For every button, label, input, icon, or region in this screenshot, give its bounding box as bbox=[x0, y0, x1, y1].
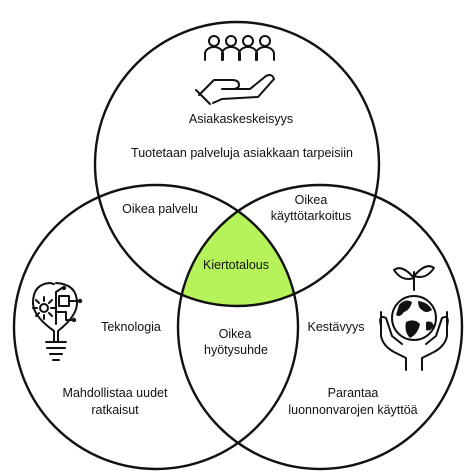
people-in-hand-icon bbox=[195, 35, 275, 105]
right-circle-title: Kestävyys bbox=[308, 320, 365, 334]
right-circle-description-line2: luonnonvarojen käyttöä bbox=[288, 403, 417, 417]
right-circle-description-line1: Parantaa bbox=[328, 386, 379, 400]
top-circle-description: Tuotetaan palveluja asiakkaan tarpeisiin bbox=[131, 146, 353, 160]
circle-left bbox=[12, 183, 300, 471]
intersection-left-right-label-line2: hyötysuhde bbox=[204, 343, 268, 357]
left-circle-description-line2: ratkaisut bbox=[91, 403, 139, 417]
circle-right bbox=[176, 183, 464, 471]
left-circle-description-line1: Mahdollistaa uudet bbox=[63, 386, 168, 400]
center-label: Kiertotalous bbox=[203, 258, 269, 272]
intersection-top-left-label: Oikea palvelu bbox=[122, 202, 198, 216]
intersection-top-right-label-line2: käyttötarkoitus bbox=[271, 209, 352, 223]
top-circle-title: Asiakaskeskeisyys bbox=[189, 112, 293, 126]
intersection-top-right-label-line1: Oikea bbox=[295, 193, 328, 207]
circle-top bbox=[93, 20, 381, 308]
intersection-left-right-label-line1: Oikea bbox=[219, 327, 252, 341]
lightbulb-circuit-icon bbox=[32, 282, 83, 361]
globe-sprout-hands-icon bbox=[379, 265, 449, 371]
left-circle-title: Teknologia bbox=[101, 320, 161, 334]
